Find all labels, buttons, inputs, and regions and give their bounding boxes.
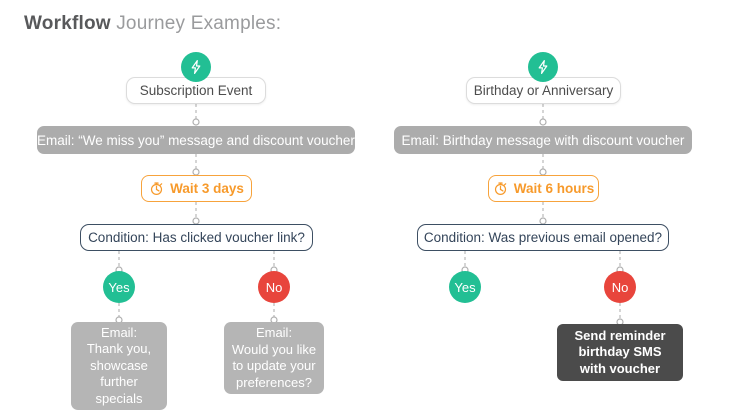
- outcome-line: Send reminder: [574, 327, 666, 343]
- outcome-line: Thank you,: [86, 341, 152, 357]
- wait-node-subscription[interactable]: Wait 3 days: [141, 175, 252, 202]
- trigger-node-subscription[interactable]: Subscription Event: [126, 77, 266, 104]
- branch-yes-birthday[interactable]: Yes: [449, 271, 481, 303]
- branch-label: No: [265, 279, 283, 295]
- outcome-line: Would you like: [231, 341, 317, 357]
- outcome-line: specials: [95, 390, 143, 406]
- page-title: Workflow Journey Examples:: [24, 13, 281, 35]
- condition-label: Condition: Has clicked voucher link?: [88, 230, 305, 245]
- stopwatch-icon: [493, 181, 508, 196]
- wait-label: Wait 6 hours: [513, 181, 595, 196]
- branch-label: Yes: [108, 279, 130, 295]
- lightning-bolt-icon: [528, 52, 558, 82]
- branch-label: Yes: [454, 279, 476, 295]
- trigger-label: Birthday or Anniversary: [473, 83, 614, 98]
- email-node-birthday[interactable]: Email: Birthday message with discount vo…: [394, 126, 692, 154]
- branch-yes-subscription[interactable]: Yes: [103, 271, 135, 303]
- outcome-line: birthday SMS: [578, 344, 662, 360]
- lightning-bolt-icon: [181, 52, 211, 82]
- outcome-line: Email:: [255, 325, 293, 340]
- condition-node-birthday[interactable]: Condition: Was previous email opened?: [417, 224, 669, 251]
- page-title-strong: Workflow: [24, 13, 111, 34]
- email-label: Email: Birthday message with discount vo…: [401, 132, 685, 148]
- wait-node-birthday[interactable]: Wait 6 hours: [488, 175, 599, 202]
- outcome-line: Email:: [100, 324, 138, 340]
- branch-no-birthday[interactable]: No: [604, 271, 636, 303]
- trigger-label: Subscription Event: [139, 83, 253, 98]
- email-label: Email: “We miss you” message and discoun…: [37, 132, 355, 148]
- outcome-line: preferences?: [236, 374, 312, 390]
- stopwatch-icon: [149, 181, 164, 196]
- email-node-subscription[interactable]: Email: “We miss you” message and discoun…: [37, 126, 355, 154]
- outcome-line: to update your: [232, 358, 316, 373]
- outcome-line: showcase: [90, 357, 148, 373]
- outcome-node-yes-subscription[interactable]: Email: Thank you, showcase further speci…: [71, 322, 167, 410]
- outcome-node-no-subscription[interactable]: Email: Would you like to update your pre…: [224, 322, 324, 394]
- outcome-node-no-birthday[interactable]: Send reminder birthday SMS with voucher: [557, 324, 683, 381]
- condition-node-subscription[interactable]: Condition: Has clicked voucher link?: [80, 224, 313, 251]
- wait-label: Wait 3 days: [170, 181, 244, 196]
- branch-label: No: [611, 279, 629, 295]
- outcome-line: with voucher: [579, 360, 661, 376]
- branch-no-subscription[interactable]: No: [258, 271, 290, 303]
- condition-label: Condition: Was previous email opened?: [423, 230, 663, 245]
- outcome-line: further: [100, 374, 138, 390]
- page-title-light: Journey Examples:: [116, 13, 282, 34]
